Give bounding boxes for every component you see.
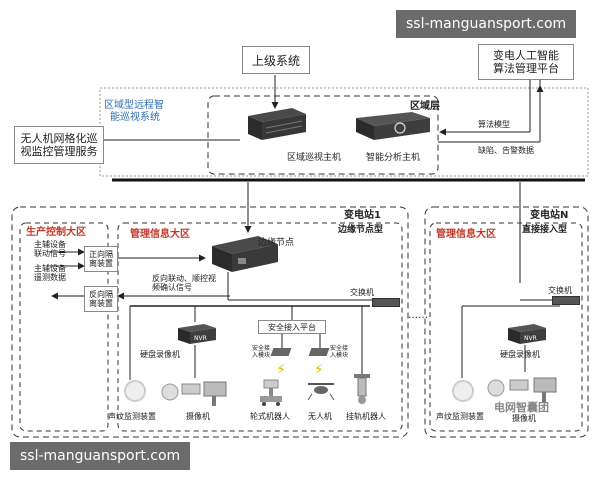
switch-n-icon [552, 296, 580, 305]
main-aux-remote-label: 主辅设备 遥测数据 [34, 264, 66, 282]
regional-system-line2: 能巡视系统 [110, 111, 160, 123]
region-layer-label: 区域层 [410, 101, 440, 112]
ai-platform-line2: 算法管理平台 [493, 62, 559, 75]
substation1-frame [11, 206, 409, 438]
analysis-host-label: 智能分析主机 [366, 153, 421, 163]
nvr-n-device-icon: NVR [506, 322, 546, 344]
nvr-text: NVR [194, 335, 207, 342]
ai-platform-line1: 变电人工智能 [493, 48, 559, 62]
secure-platform-label: 安全接入平台 [268, 322, 316, 332]
camera-n-label: 摄像机 [512, 414, 536, 423]
forward-isolation-box: 正向隔 离装置 [84, 246, 118, 272]
secure-device-icon-2 [308, 348, 330, 356]
secure-device-2-line1: 安全接 [330, 345, 349, 352]
regional-system-line1: 区域型远程智 [104, 100, 164, 111]
switch-n-label: 交换机 [548, 286, 572, 295]
watermark-bottom: ssl-manguansport.com [10, 442, 191, 470]
switch-icon [372, 298, 400, 307]
camera-label: 摄像机 [186, 412, 210, 421]
reverse-linkage-label: 反向联动、顺控视 频确认信号 [152, 274, 216, 292]
wheeled-robot-label: 轮式机器人 [250, 412, 290, 421]
substation1-label: 变电站1 [344, 210, 381, 221]
edge-node-type-label: 边缘节点型 [338, 225, 384, 235]
direct-access-label: 直接接入型 [522, 225, 568, 235]
uav-service-box: 无人机网格化巡 视监控管理服务 [14, 126, 104, 164]
region-host-server-icon [244, 106, 306, 140]
ellipsis-label: …… [408, 310, 428, 321]
main-aux-signal-line1: 主辅设备 [34, 240, 66, 249]
forward-isolation-line1: 正向隔 [89, 249, 113, 259]
production-zone-label: 生产控制大区 [26, 227, 86, 238]
region-layer-frame [207, 95, 439, 175]
secure-device-1-line2: 入模块 [252, 351, 271, 359]
main-aux-remote-line2: 遥测数据 [34, 273, 66, 283]
reverse-linkage-line2: 频确认信号 [152, 283, 192, 293]
camera-n-icon [486, 374, 570, 404]
nvr-device-icon: NVR [176, 322, 216, 344]
reverse-linkage-line1: 反向联动、顺控视 [152, 274, 216, 283]
uav-service-line2: 视监控管理服务 [20, 145, 98, 158]
main-aux-signal-line2: 联动信号 [34, 249, 66, 259]
secure-device-1-line1: 安全接 [252, 345, 271, 352]
secure-device-label-2: 安全接 入模块 [330, 345, 349, 360]
switch-label: 交换机 [350, 288, 374, 297]
sound-monitor-n-label: 声纹监测装置 [436, 412, 484, 421]
uav-service-line1: 无人机网格化巡 [20, 131, 98, 145]
substation-n-frame [424, 206, 589, 438]
region-host-label: 区域巡视主机 [287, 153, 342, 163]
secure-device-icon-1 [270, 348, 292, 356]
reverse-isolation-line2: 离装置 [89, 299, 113, 308]
nvr-n-text: NVR [524, 335, 537, 342]
wheeled-robot-icon [258, 378, 284, 406]
edge-node-server-icon [208, 234, 278, 272]
analysis-host-icon [354, 110, 430, 140]
regional-system-title: 区域型远程智 能巡视系统 [104, 100, 164, 123]
lightning-icon-2: ⚡ [314, 362, 324, 378]
ai-platform-box: 变电人工智能 算法管理平台 [478, 44, 574, 80]
sound-monitor-label: 声纹监测装置 [108, 412, 156, 421]
secure-device-2-line2: 入模块 [330, 351, 349, 359]
lightning-icon-1: ⚡ [276, 362, 286, 378]
algorithm-model-label: 算法模型 [478, 120, 510, 129]
uav-icon [304, 380, 338, 402]
edge-node-label: 边缘节点 [258, 238, 295, 248]
watermark-top: ssl-manguansport.com [396, 10, 577, 38]
source-mark: 电网智囊团 [494, 401, 549, 414]
production-zone-frame [19, 222, 109, 432]
secure-device-label-1: 安全接 入模块 [252, 345, 271, 360]
reverse-isolation-box: 反向隔 离装置 [84, 286, 118, 312]
rail-robot-label: 挂轨机器人 [346, 412, 386, 421]
camera-icon [160, 378, 240, 408]
rail-robot-icon [352, 374, 372, 406]
uav-label: 无人机 [308, 412, 332, 421]
defect-alarm-label: 缺陷、告警数据 [478, 146, 534, 155]
reverse-isolation-line1: 反向隔 [89, 289, 113, 299]
superior-system-box: 上级系统 [242, 46, 310, 74]
sound-monitor-n-icon [452, 380, 474, 402]
substation-n-label: 变电站N [530, 210, 569, 221]
main-aux-remote-line1: 主辅设备 [34, 264, 66, 273]
main-aux-signal-label: 主辅设备 联动信号 [34, 240, 66, 258]
hdd-recorder-n-label: 硬盘录像机 [500, 350, 540, 359]
sound-monitor-icon [124, 380, 146, 402]
mgmt-zone-n-label: 管理信息大区 [436, 229, 496, 240]
mgmt-zone-label: 管理信息大区 [130, 229, 190, 240]
superior-system-label: 上级系统 [251, 53, 300, 68]
mgmt-zone-frame [117, 222, 403, 432]
mgmt-zone-n-frame [429, 222, 583, 432]
hdd-recorder-label: 硬盘录像机 [140, 350, 180, 359]
forward-isolation-line2: 离装置 [89, 259, 113, 268]
secure-platform-box: 安全接入平台 [258, 320, 326, 334]
